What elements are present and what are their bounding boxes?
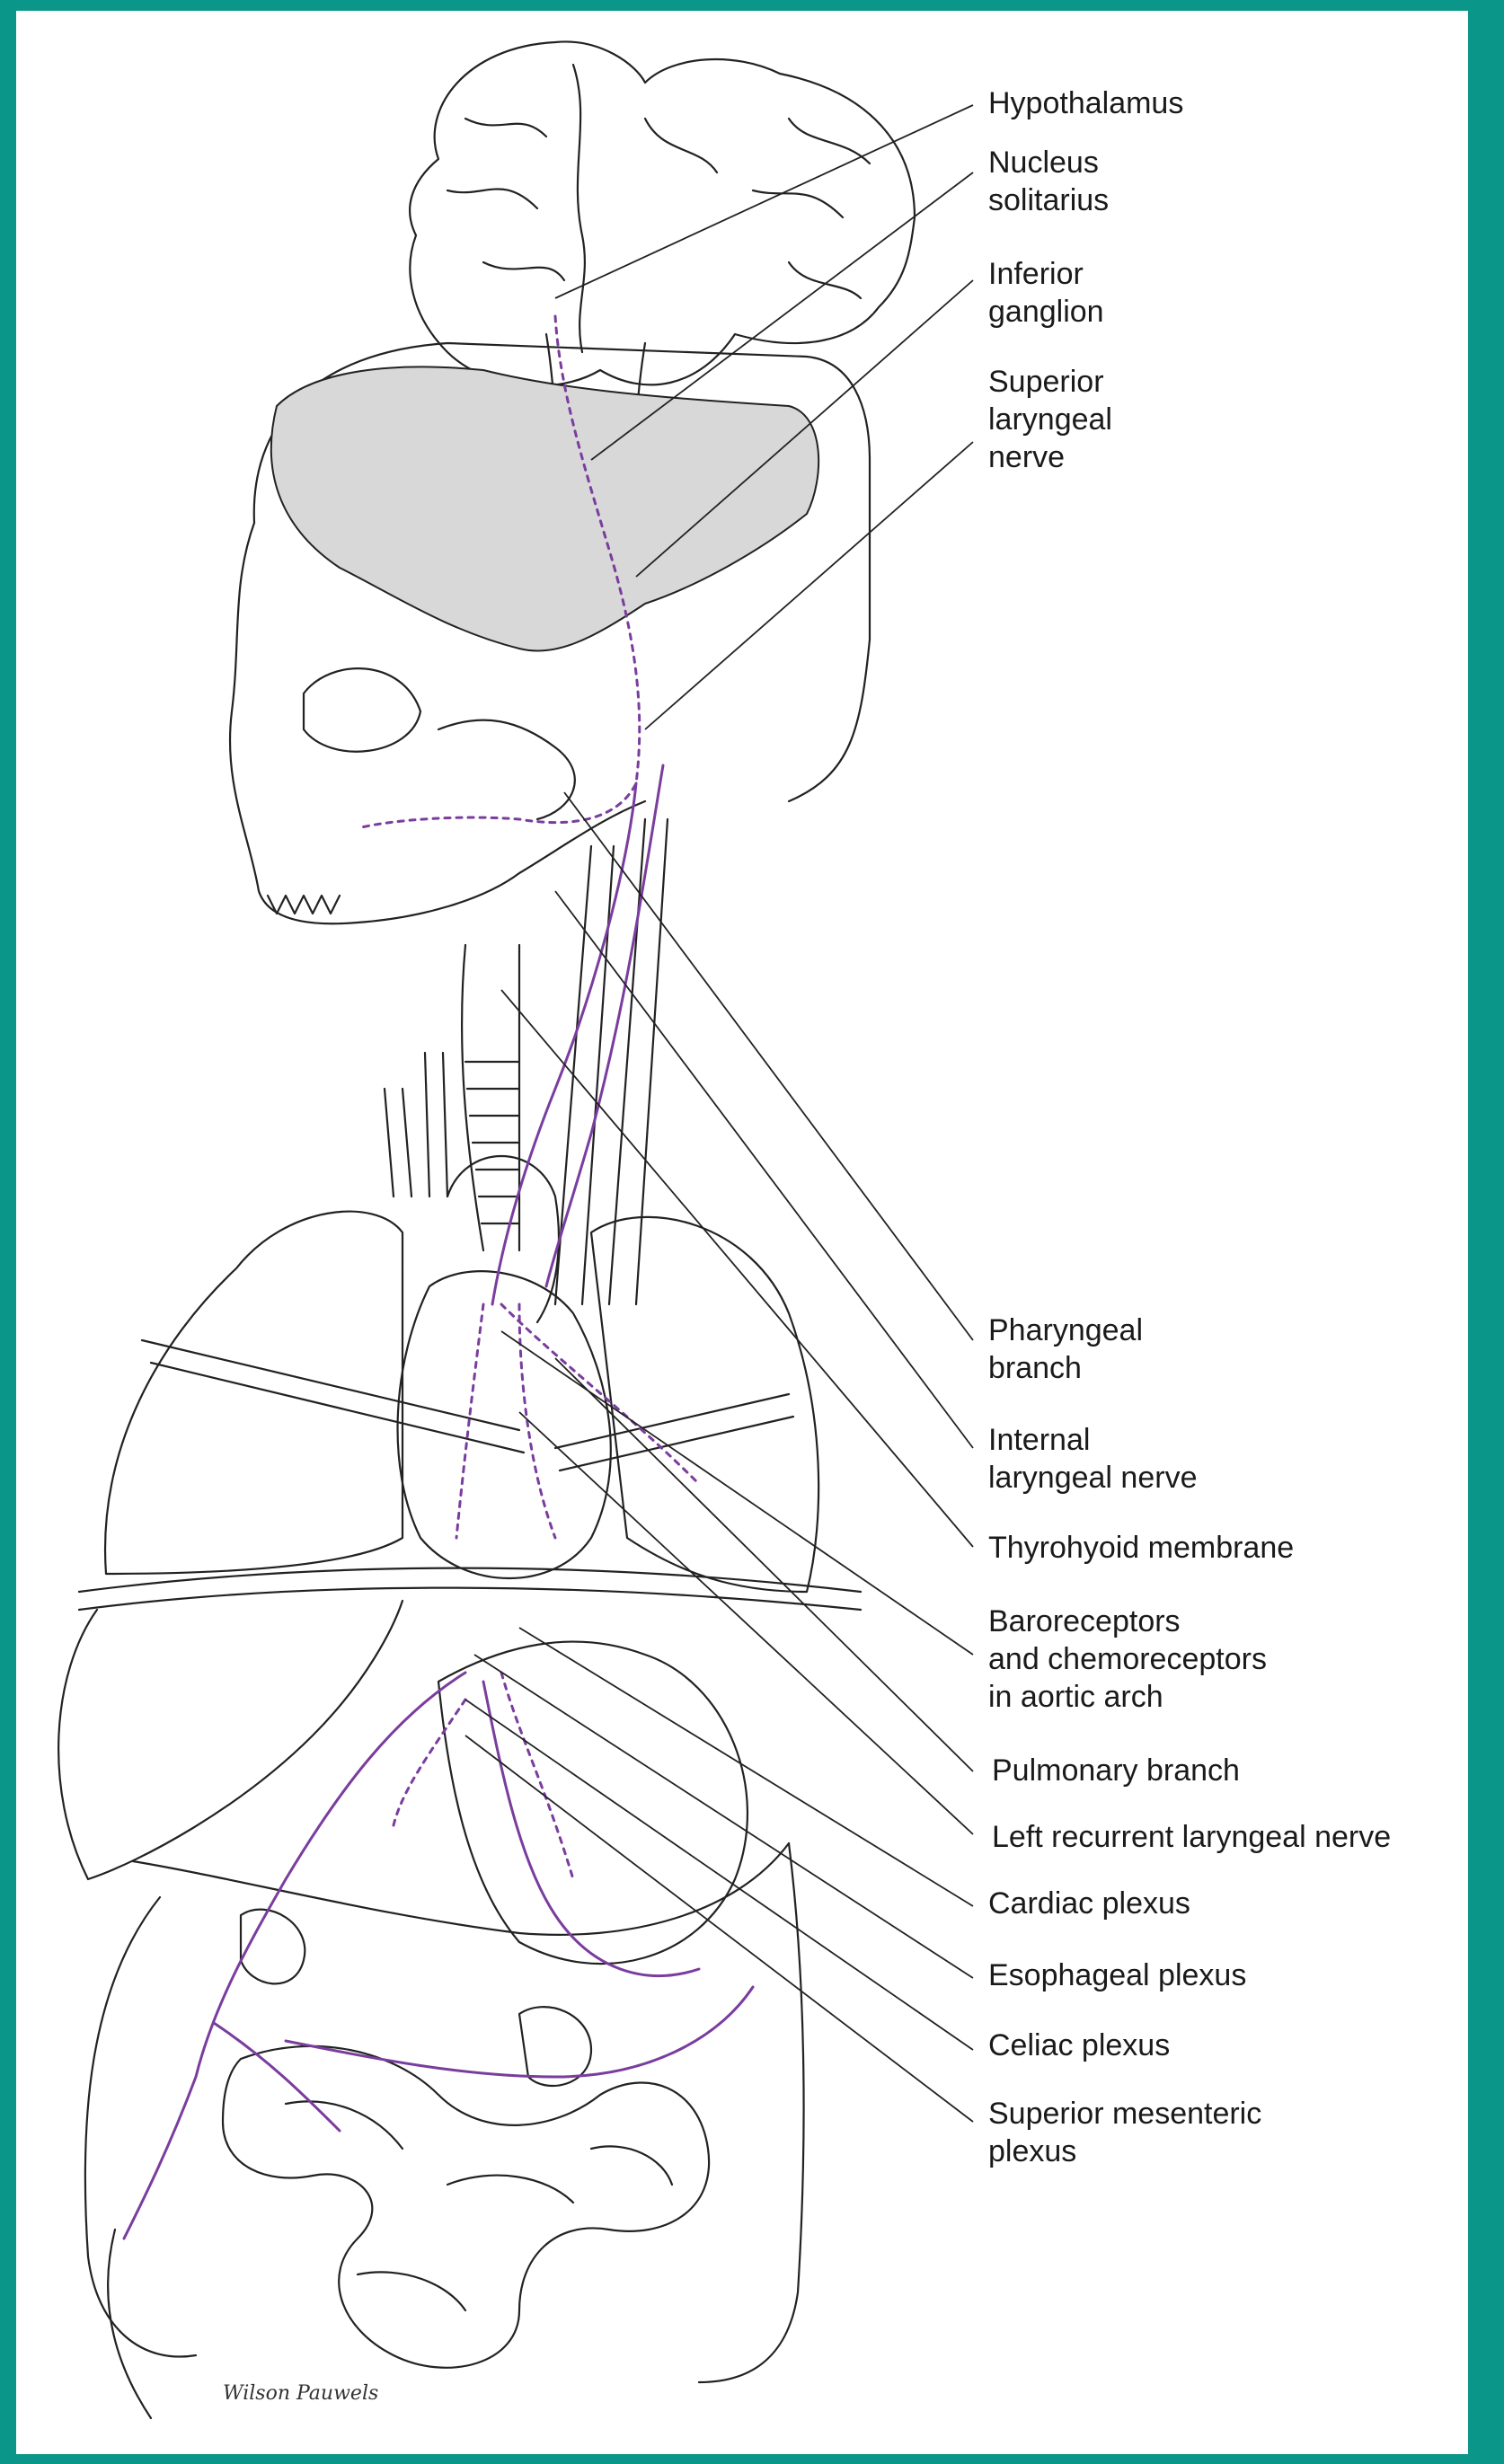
carotid-vessels — [555, 819, 668, 1304]
leader-hypothalamus — [555, 105, 973, 298]
small-intestine — [223, 2046, 709, 2368]
jaw-teeth — [268, 896, 340, 914]
label-pulmonary-branch: Pulmonary branch — [992, 1752, 1240, 1789]
label-baroreceptors: Baroreceptors and chemoreceptors in aort… — [988, 1603, 1267, 1716]
label-internal-laryngeal-nerve: Internal laryngeal nerve — [988, 1421, 1197, 1497]
label-inferior-ganglion: Inferior ganglion — [988, 255, 1104, 331]
cranial-fossa-shade — [271, 367, 818, 650]
leader-cardiac — [519, 1628, 973, 1906]
leader-left-recurrent — [519, 1412, 973, 1834]
trachea — [462, 945, 519, 1250]
leader-pulmonary — [555, 1358, 973, 1771]
artist-signature: Wilson Pauwels — [223, 2382, 378, 2405]
transverse-colon — [133, 1843, 789, 1935]
aortic-arch — [447, 1156, 559, 1322]
cheekbone — [438, 720, 575, 819]
heart — [398, 1271, 611, 1578]
colon-cut-end — [241, 1910, 305, 1984]
figure-panel: Hypothalamus Nucleus solitarius Inferior… — [16, 11, 1468, 2454]
bowel-cut-end — [519, 2007, 591, 2086]
vagus-abdominal-2 — [483, 1682, 699, 1976]
label-pharyngeal-branch: Pharyngeal branch — [988, 1311, 1143, 1387]
label-left-recurrent-laryngeal-nerve: Left recurrent laryngeal nerve — [992, 1818, 1391, 1856]
label-celiac-plexus: Celiac plexus — [988, 2027, 1170, 2064]
ascending-colon — [85, 1897, 196, 2357]
vagus-thoracic-dotted — [456, 1304, 699, 1538]
vagus-gastric-dotted — [394, 1673, 573, 1879]
label-cardiac-plexus: Cardiac plexus — [988, 1885, 1190, 1922]
vagus-abdominal — [124, 1673, 465, 2239]
descending-colon — [699, 1843, 804, 2382]
label-esophageal-plexus: Esophageal plexus — [988, 1956, 1246, 1994]
label-hypothalamus: Hypothalamus — [988, 84, 1183, 122]
label-superior-mesenteric-plexus: Superior mesenteric plexus — [988, 2095, 1261, 2170]
orbit — [304, 668, 420, 752]
leader-internal-laryngeal — [555, 891, 973, 1448]
leader-esophageal — [474, 1655, 973, 1978]
brain-midline — [573, 65, 585, 352]
diaphragm — [79, 1568, 861, 1610]
shaded-regions — [271, 367, 818, 650]
leader-celiac — [465, 1700, 973, 2050]
label-thyrohyoid-membrane: Thyrohyoid membrane — [988, 1529, 1294, 1567]
retractor-right — [555, 1394, 793, 1470]
leader-thyrohyoid — [501, 990, 973, 1547]
vagus-nerve-illustration — [16, 11, 1468, 2454]
vagus-ascending — [546, 765, 663, 1286]
leader-pharyngeal — [564, 792, 973, 1340]
brain-sulci — [447, 119, 870, 298]
label-superior-laryngeal-nerve: Superior laryngeal nerve — [988, 363, 1112, 476]
left-lung — [591, 1217, 818, 1592]
intestine-folds — [286, 2101, 672, 2310]
vagus-intestinal — [214, 1987, 753, 2131]
trachea-rings — [465, 1062, 519, 1223]
great-vessels — [385, 1053, 447, 1197]
leader-baroreceptors — [501, 1331, 973, 1655]
label-nucleus-solitarius: Nucleus solitarius — [988, 144, 1109, 219]
liver — [58, 1601, 403, 1879]
